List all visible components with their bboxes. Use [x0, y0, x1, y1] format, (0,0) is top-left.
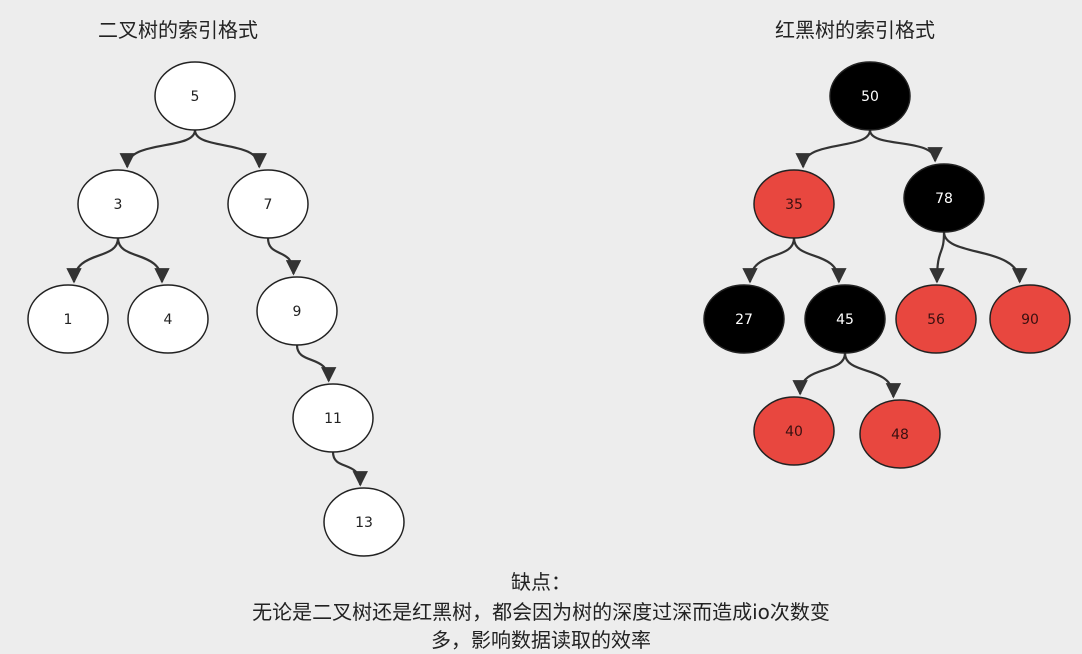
bt-node-1: 1 — [27, 284, 109, 354]
bt-node-5-circle — [154, 61, 236, 131]
bt-edge-b3-b4 — [116, 237, 170, 284]
rb-edge-r35-r45 — [792, 237, 847, 284]
rb-node-45-label: 45 — [836, 312, 854, 328]
bt-node-4-label: 4 — [164, 312, 173, 328]
rb-node-35: 35 — [753, 169, 835, 239]
bt-node-11-label: 11 — [324, 411, 342, 427]
rb-node-90-label: 90 — [1021, 312, 1039, 328]
rb-edge-r78-r90 — [942, 231, 1028, 284]
edges-layer — [66, 129, 1028, 487]
rb-node-56-label: 56 — [927, 312, 945, 328]
rb-edge-r45-r40 — [792, 352, 847, 396]
rb-node-50: 50 — [829, 61, 911, 131]
rb-node-90-circle — [989, 284, 1071, 354]
rb-node-50-circle — [829, 61, 911, 131]
caption-line-1: 无论是二叉树还是红黑树，都会因为树的深度过深而造成io次数变 — [252, 600, 830, 624]
rb-node-27: 27 — [703, 284, 785, 354]
rb-node-40-circle — [753, 396, 835, 466]
bt-node-5-label: 5 — [191, 89, 200, 105]
rb-node-35-label: 35 — [785, 197, 803, 213]
bt-edge-b5-b7 — [193, 129, 267, 169]
rb-node-48-circle — [859, 399, 941, 469]
bt-node-7: 7 — [227, 169, 309, 239]
rb-node-48: 48 — [859, 399, 941, 469]
rb-node-78-label: 78 — [935, 191, 953, 207]
rb-node-27-label: 27 — [735, 312, 753, 328]
caption-line-2: 多，影响数据读取的效率 — [431, 628, 651, 652]
bt-node-4: 4 — [127, 284, 209, 354]
bt-node-3-circle — [77, 169, 159, 239]
rb-edge-r50-r78 — [868, 129, 943, 163]
rb-node-45: 45 — [804, 284, 886, 354]
bt-node-1-circle — [27, 284, 109, 354]
bt-node-5: 5 — [154, 61, 236, 131]
caption-heading: 缺点： — [511, 570, 571, 594]
rb-node-27-circle — [703, 284, 785, 354]
rb-edge-r50-r35 — [795, 129, 872, 169]
bt-node-9-label: 9 — [293, 304, 302, 320]
rb-node-90: 90 — [989, 284, 1071, 354]
rb-node-56-circle — [895, 284, 977, 354]
red-black-tree-title: 红黑树的索引格式 — [775, 18, 935, 42]
bt-node-3: 3 — [77, 169, 159, 239]
bt-node-9-circle — [256, 276, 338, 346]
rb-node-45-circle — [804, 284, 886, 354]
bt-node-7-label: 7 — [264, 197, 273, 213]
rb-node-78-circle — [903, 163, 985, 233]
bt-node-3-label: 3 — [114, 197, 123, 213]
bt-node-7-circle — [227, 169, 309, 239]
bt-node-1-label: 1 — [64, 312, 73, 328]
nodes-layer: 5 3 7 1 4 9 11 13 50 35 78 27 45 56 90 40 48 — [27, 61, 1071, 557]
bt-edge-b3-b1 — [66, 237, 120, 284]
rb-node-40-label: 40 — [785, 424, 803, 440]
bt-node-11: 11 — [292, 383, 374, 453]
rb-edge-r35-r27 — [742, 237, 796, 284]
bt-node-13: 13 — [323, 487, 405, 557]
rb-node-78: 78 — [903, 163, 985, 233]
bt-node-13-label: 13 — [355, 515, 373, 531]
bt-edge-b5-b3 — [119, 129, 197, 169]
rb-node-48-label: 48 — [891, 427, 909, 443]
rb-edge-r45-r48 — [843, 352, 902, 399]
rb-edge-r78-r56 — [929, 231, 946, 284]
bt-node-13-circle — [323, 487, 405, 557]
bt-edge-b11-b13 — [331, 451, 368, 487]
bt-edge-b9-b11 — [295, 344, 337, 383]
rb-node-56: 56 — [895, 284, 977, 354]
bt-edge-b7-b9 — [266, 237, 302, 276]
binary-tree-title: 二叉树的索引格式 — [98, 18, 258, 42]
rb-node-35-circle — [753, 169, 835, 239]
bt-node-4-circle — [127, 284, 209, 354]
bt-node-9: 9 — [256, 276, 338, 346]
rb-node-50-label: 50 — [861, 89, 879, 105]
bt-node-11-circle — [292, 383, 374, 453]
rb-node-40: 40 — [753, 396, 835, 466]
